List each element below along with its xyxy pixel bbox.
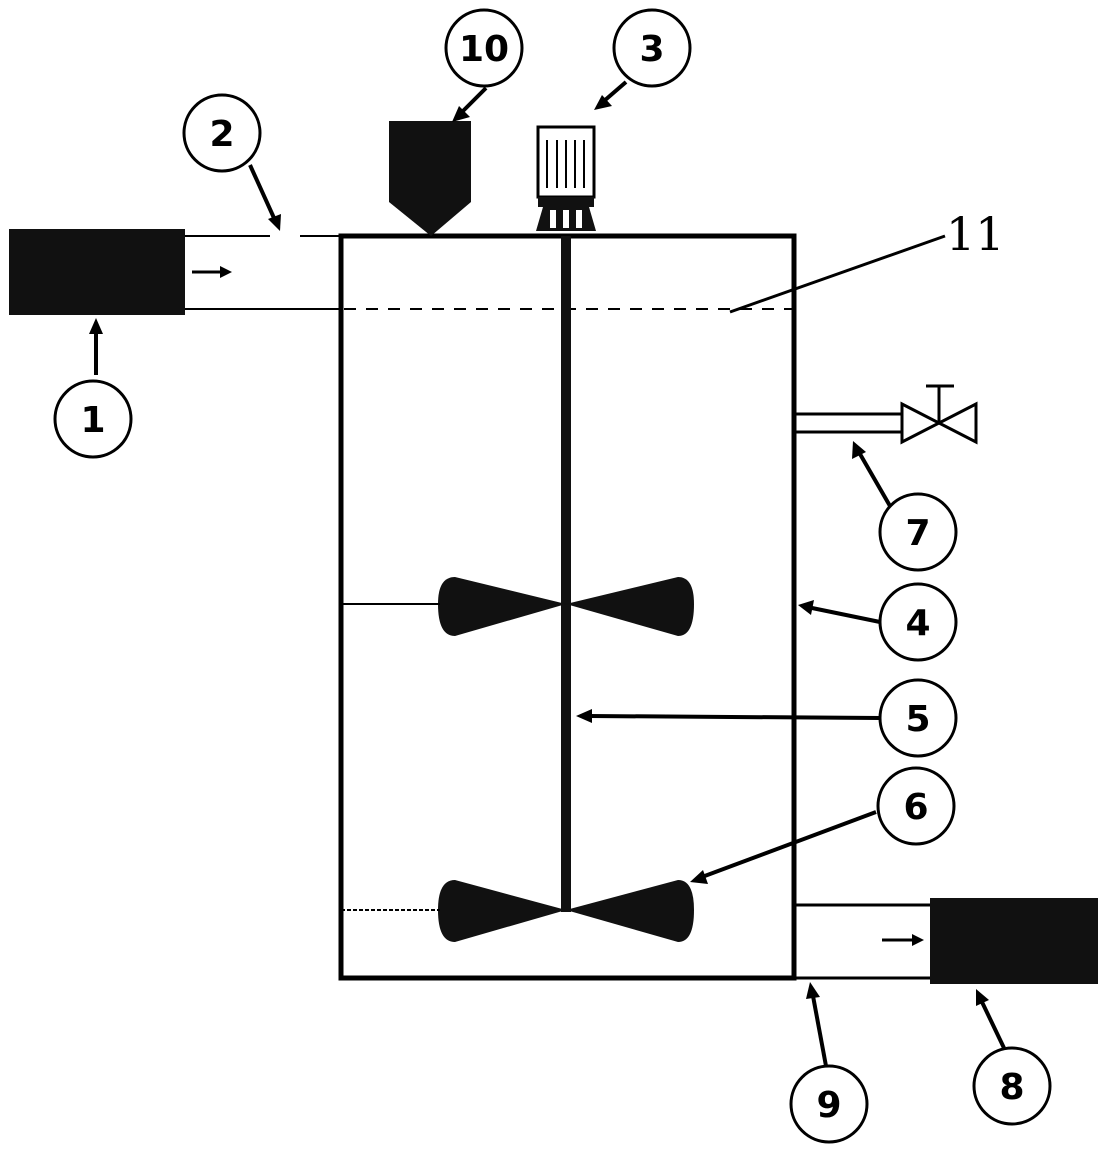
impeller-icon — [438, 880, 694, 942]
svg-text:4: 4 — [905, 603, 930, 644]
svg-text:8: 8 — [999, 1067, 1024, 1108]
callout-6: 6 — [876, 766, 956, 846]
svg-text:3: 3 — [639, 29, 664, 70]
callout-10: 10 — [444, 8, 524, 88]
callout-9: 9 — [789, 1064, 869, 1144]
leader-lines — [89, 80, 1006, 1067]
callout-8: 8 — [972, 1046, 1052, 1126]
hopper-icon — [389, 121, 471, 236]
svg-text:5: 5 — [905, 699, 930, 740]
label-11: 11 — [946, 207, 1005, 261]
outlet-unit-block — [930, 898, 1098, 984]
motor-icon — [536, 125, 596, 231]
inlet-flow-arrowhead — [220, 266, 232, 278]
callout-3: 3 — [612, 8, 692, 88]
svg-text:7: 7 — [905, 513, 930, 554]
valve-icon — [900, 384, 978, 445]
svg-text:6: 6 — [903, 787, 928, 828]
callout-4: 4 — [878, 582, 958, 662]
callout-5: 5 — [878, 678, 958, 758]
svg-text:2: 2 — [209, 114, 234, 155]
impeller-icon — [438, 577, 694, 636]
outlet-flow-arrowhead — [912, 934, 924, 946]
svg-text:10: 10 — [459, 29, 509, 70]
svg-text:9: 9 — [816, 1085, 841, 1126]
callout-7: 7 — [878, 492, 958, 572]
inlet-unit-block — [9, 229, 185, 315]
callout-1: 1 — [53, 379, 133, 459]
svg-text:1: 1 — [80, 400, 105, 441]
callout-2: 2 — [182, 93, 262, 173]
agitator-shaft — [561, 236, 571, 912]
